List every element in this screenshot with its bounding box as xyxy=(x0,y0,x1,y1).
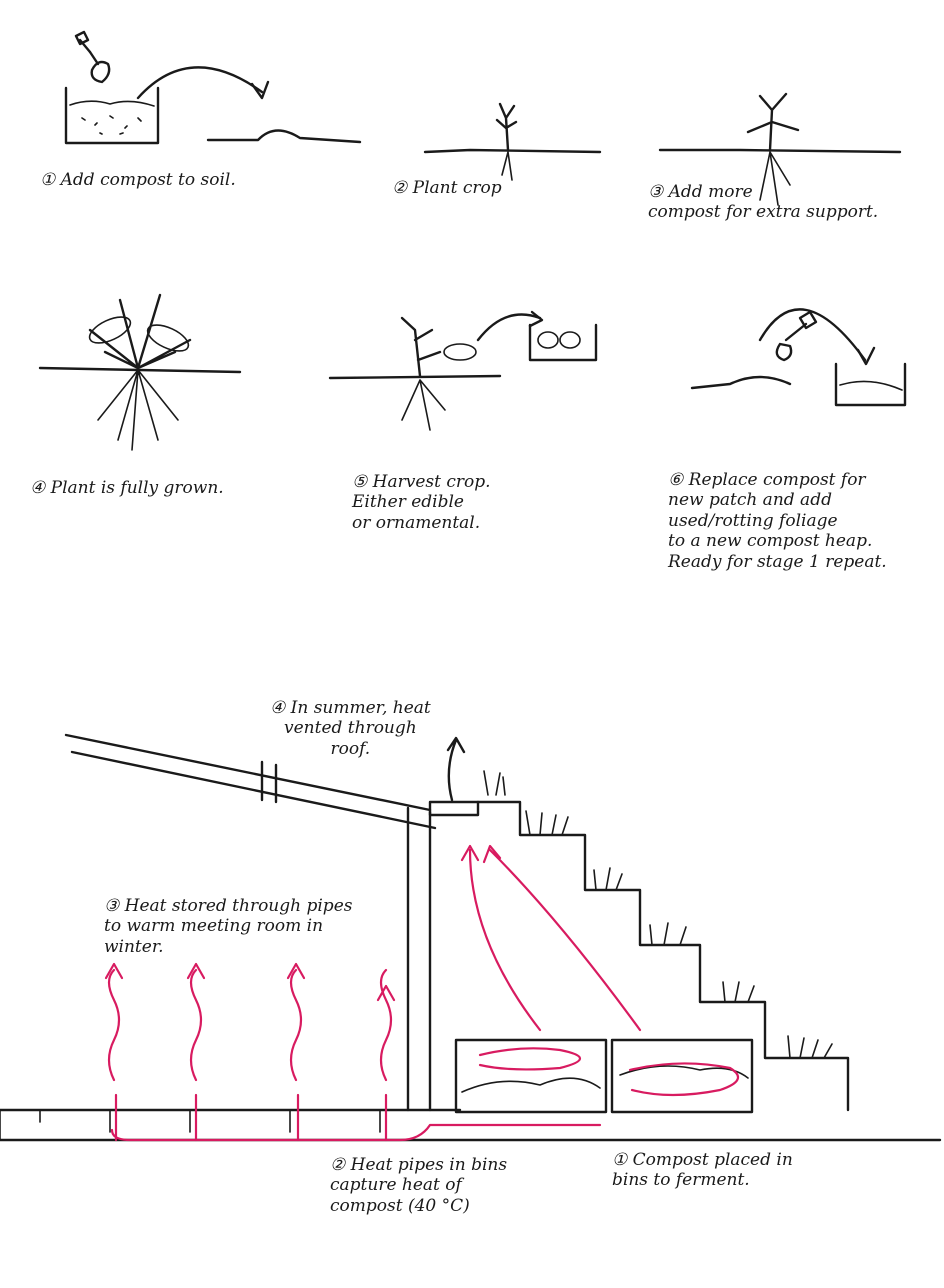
step6-replace xyxy=(690,308,907,407)
step1-arrowhead xyxy=(250,80,270,100)
note-compost-bins: ① Compost placed in bins to ferment. xyxy=(612,1150,793,1191)
step3-plant xyxy=(658,92,902,206)
step1-arrow xyxy=(136,66,264,100)
note-pipes-capture: ② Heat pipes in bins capture heat of com… xyxy=(330,1155,508,1216)
step4-plant xyxy=(38,293,242,451)
step2-label: ② Plant crop xyxy=(392,178,502,198)
step1-soil-mound xyxy=(206,129,362,144)
roof-plants xyxy=(483,770,833,1059)
step1-compost-bin xyxy=(64,86,160,145)
step5-label: ⑤ Harvest crop. Either edible or ornamen… xyxy=(352,472,491,533)
step3-label: ③ Add more compost for extra support. xyxy=(648,182,879,223)
step2-seedling xyxy=(423,102,602,181)
step1-shovel-icon xyxy=(74,30,111,84)
note-heat-roof: ④ In summer, heat vented through roof. xyxy=(270,698,431,759)
step6-label: ⑥ Replace compost for new patch and add … xyxy=(668,470,887,572)
heat-rising xyxy=(104,844,642,1082)
step5-harvest xyxy=(328,310,598,431)
vent-arrow xyxy=(446,736,466,802)
step4-label: ④ Plant is fully grown. xyxy=(30,478,224,498)
step1-label: ① Add compost to soil. xyxy=(40,170,236,190)
note-heat-pipes: ③ Heat stored through pipes to warm meet… xyxy=(104,896,353,957)
heat-pipes xyxy=(110,1047,740,1142)
section-building xyxy=(0,733,942,1142)
